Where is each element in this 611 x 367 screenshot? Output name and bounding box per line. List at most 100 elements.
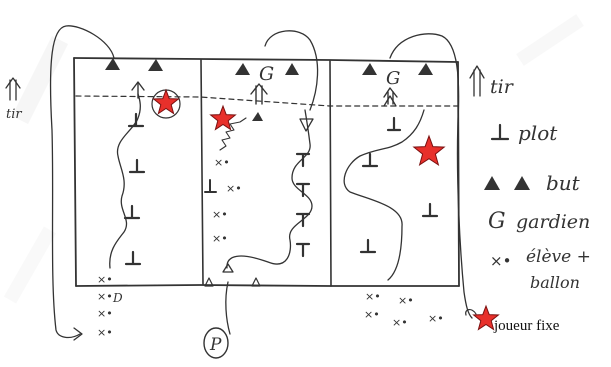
star-icon [152,88,180,115]
legend-gardien-label: gardien [516,211,590,233]
legend-plot-label: plot [518,121,558,145]
cone-icon [204,277,214,287]
cone-icon [127,112,145,128]
cone-icon [124,250,142,266]
arrow-icon [383,87,398,98]
cone-icon [295,242,311,258]
field-top-line [73,57,459,63]
dribble-path-lane-3 [343,109,425,281]
cone-icon [421,202,439,218]
cone-icon [251,277,261,287]
star-icon [412,134,446,167]
fixed-players [151,88,446,167]
goal-icon [362,63,377,75]
player-with-ball-icon: ×• [212,208,228,221]
cone-icon [386,116,402,132]
arrow-icon [222,263,234,273]
legend-plot: plot [490,121,558,145]
player-with-ball-icon: ×• [212,232,228,245]
pass-lines [219,117,247,151]
arrow-icon [469,65,485,79]
arrow-icon [473,69,481,97]
player-with-ball-icon: ×• [214,156,230,169]
player-with-ball-icon: ×• [398,294,414,307]
player-with-ball-icon: ×• [428,312,444,325]
cone-icon [295,182,311,198]
circle-icon [203,327,229,359]
legend: tir plot but G gardien ×• élève + ballon… [469,65,591,334]
player-with-ball-icon: ×• [97,326,113,339]
lane-divider-2 [329,60,332,287]
star-icon [472,304,500,331]
player-with-ball-icon: ×• [364,308,380,321]
return-arc-left [49,25,115,339]
legend-tir: tir [469,65,515,98]
legend-but-label: but [546,171,581,195]
passer-letter: P [209,335,222,355]
field-left-line [73,57,77,287]
legend-gardien: G gardien [488,209,590,234]
goal-icon [235,63,250,75]
player-with-ball-icon: ×• [226,182,242,195]
arrow-icon [255,85,263,105]
player-with-ball-icon: ×• [97,290,113,303]
return-arc-right [389,33,473,319]
cone-icon [490,123,510,141]
legend-but: but [484,171,581,195]
cone-icon [123,204,141,220]
goalkeeper-letter: G [386,68,400,89]
goalkeeper-letter: G [488,209,506,234]
legend-joueur-fixe: joueur fixe [472,304,560,334]
goals [105,58,433,75]
legend-eleve-ballon: ×• élève + ballon [490,247,591,292]
return-arc-middle-lower [225,281,231,335]
arrow-icon [250,83,268,95]
legend-ballon-label: ballon [530,273,580,292]
cone-icon [359,238,377,254]
arrow-icon [299,118,314,132]
cone-icon [295,152,311,168]
arrow-icon [131,81,145,91]
legend-eleve-label: élève + [526,247,591,267]
cone-icon [361,152,379,168]
left-tir-marker: tir [5,77,22,122]
shooting-line [75,95,459,107]
field-bottom-line [75,284,460,287]
player-with-ball-icon: ×• [392,316,408,329]
return-arrows [49,25,477,341]
arrow-icon [465,309,477,316]
goal-icon [418,63,433,75]
cone-icon [252,112,263,121]
player-with-ball-icon: ×• [97,307,113,320]
arrow-icon [9,79,17,101]
passer-badge: P [203,327,229,359]
goalkeeper-letter: G [259,63,274,85]
cone-icon [204,179,217,193]
side-letter: D [112,291,123,305]
player-with-ball-icon: ×• [490,252,511,270]
player-with-ball-icon: ×• [97,273,113,286]
arrow-icon [5,77,21,89]
wavy-pass-line [219,117,247,151]
players: ×• ×• ×• ×• ×• ×• ×• ×• ×• ×• ×• ×• ×• [97,156,444,339]
legend-tir-label: tir [490,76,515,98]
cones [123,112,439,266]
dribble-path-lane-2 [226,109,313,269]
return-arc-middle [264,30,319,111]
arrow-icon [73,327,83,341]
cone-icon [128,158,146,174]
goal-icon [514,176,530,190]
arrow-icon [383,95,397,107]
goal-icon [105,58,120,70]
left-tir-label: tir [6,107,22,122]
goal-icon [484,176,500,190]
paper-texture [3,14,584,304]
goal-icon [285,63,299,75]
lane-divider-1 [200,59,204,285]
goal-icon [148,59,163,71]
player-with-ball-icon: ×• [365,290,381,303]
dribble-paths [109,93,425,281]
star-icon [209,104,237,131]
